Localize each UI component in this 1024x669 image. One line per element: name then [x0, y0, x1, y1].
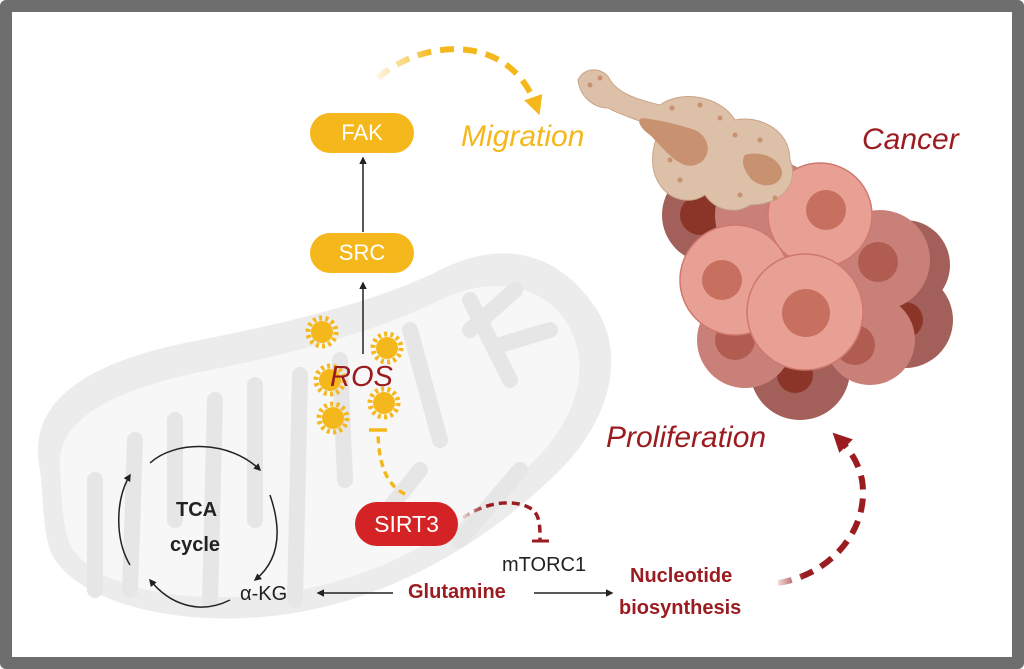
edge-sirt3-inhibits-ros — [376, 429, 406, 496]
node-ros-label: ROS — [330, 361, 393, 393]
tca-label-line2: cycle — [170, 534, 221, 556]
node-sirt3-label: SIRT3 — [374, 510, 439, 537]
node-src-label: SRC — [338, 240, 386, 265]
outcome-cancer-label: Cancer — [862, 123, 959, 156]
tca-label-line1: TCA — [176, 499, 218, 521]
ros-particle — [367, 386, 401, 420]
edge-fak-to-migration — [375, 46, 543, 116]
node-glutamine-label: Glutamine — [408, 581, 506, 603]
ros-particle — [305, 315, 339, 349]
node-akg-label: α-KG — [240, 583, 288, 605]
nucleotide-label-line1: Nucleotide — [630, 565, 733, 587]
ros-particles — [305, 315, 404, 435]
tca-cycle-arrows — [118, 445, 278, 608]
nucleotide-label-line2: biosynthesis — [619, 597, 742, 619]
pathway-arrows — [118, 46, 867, 608]
cancer-cells-illustration — [577, 69, 953, 420]
edge-sirt3-inhibits-mtorc1 — [461, 501, 542, 541]
outcome-proliferation-label: Proliferation — [606, 421, 767, 454]
node-fak: FAK — [310, 113, 414, 153]
ros-particle — [370, 331, 404, 365]
node-fak-label: FAK — [341, 120, 383, 145]
ros-particle — [316, 401, 350, 435]
ros-particle — [313, 363, 347, 397]
outcome-migration-label: Migration — [461, 120, 585, 153]
node-mtorc1-label: mTORC1 — [502, 554, 587, 576]
node-sirt3: SIRT3 — [355, 502, 458, 546]
node-src: SRC — [310, 233, 414, 273]
edge-nucleotide-to-proliferation — [777, 432, 867, 586]
